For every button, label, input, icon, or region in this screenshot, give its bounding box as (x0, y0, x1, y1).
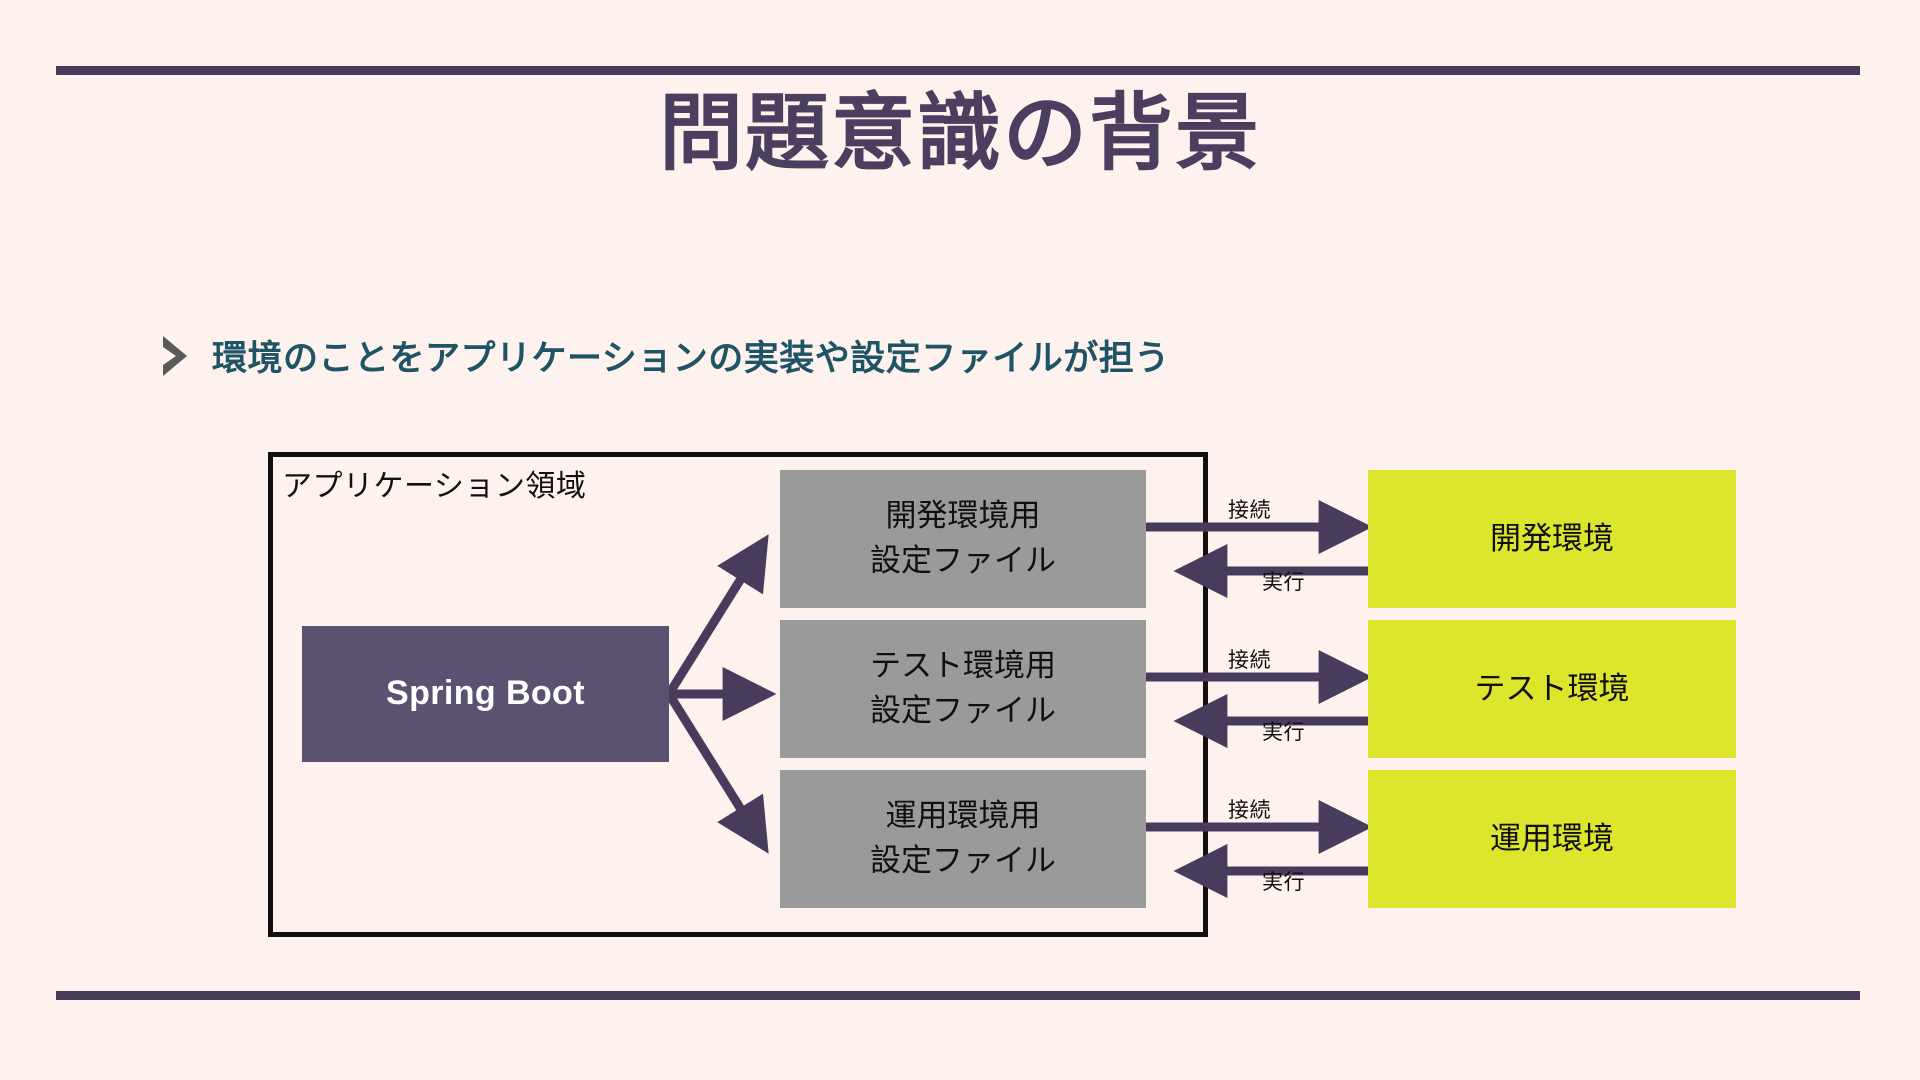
env-box-dev: 開発環境 (1368, 470, 1736, 608)
config-box-dev: 開発環境用 設定ファイル (780, 470, 1146, 608)
config-box-test: テスト環境用 設定ファイル (780, 620, 1146, 758)
top-divider-rule (56, 66, 1860, 75)
edge-label-execute-dev: 実行 (1262, 571, 1305, 594)
config-box-dev-line2: 設定ファイル (870, 543, 1056, 578)
application-region-label: アプリケーション領域 (282, 470, 587, 503)
config-box-prod-line1: 運用環境用 (885, 798, 1041, 834)
config-box-test-line1: テスト環境用 (870, 648, 1056, 684)
env-box-dev-label: 開発環境 (1490, 520, 1614, 556)
config-box-test-line2: 設定ファイル (870, 693, 1056, 728)
spring-boot-label: Spring Boot (386, 674, 585, 713)
chevron-right-icon (163, 335, 187, 376)
edge-label-connect-test: 接続 (1228, 649, 1271, 672)
bullet-text: 環境のことをアプリケーションの実装や設定ファイルが担う (212, 339, 1170, 378)
env-box-test-label: テスト環境 (1474, 670, 1630, 706)
edge-label-connect-prod: 接続 (1228, 799, 1271, 822)
config-box-prod-line2: 設定ファイル (870, 843, 1056, 878)
env-box-prod: 運用環境 (1368, 770, 1736, 908)
edge-label-execute-prod: 実行 (1262, 871, 1305, 894)
page-title: 問題意識の背景 (658, 86, 1261, 180)
config-box-dev-line1: 開発環境用 (885, 498, 1041, 534)
bottom-divider-rule (56, 991, 1860, 1000)
edge-label-connect-dev: 接続 (1228, 499, 1271, 522)
bullet-row: 環境のことをアプリケーションの実装や設定ファイルが担う (160, 330, 1170, 381)
spring-boot-box: Spring Boot (302, 626, 669, 762)
edge-label-execute-test: 実行 (1262, 721, 1305, 744)
env-box-test: テスト環境 (1368, 620, 1736, 758)
config-box-prod: 運用環境用 設定ファイル (780, 770, 1146, 908)
env-box-prod-label: 運用環境 (1490, 820, 1614, 856)
